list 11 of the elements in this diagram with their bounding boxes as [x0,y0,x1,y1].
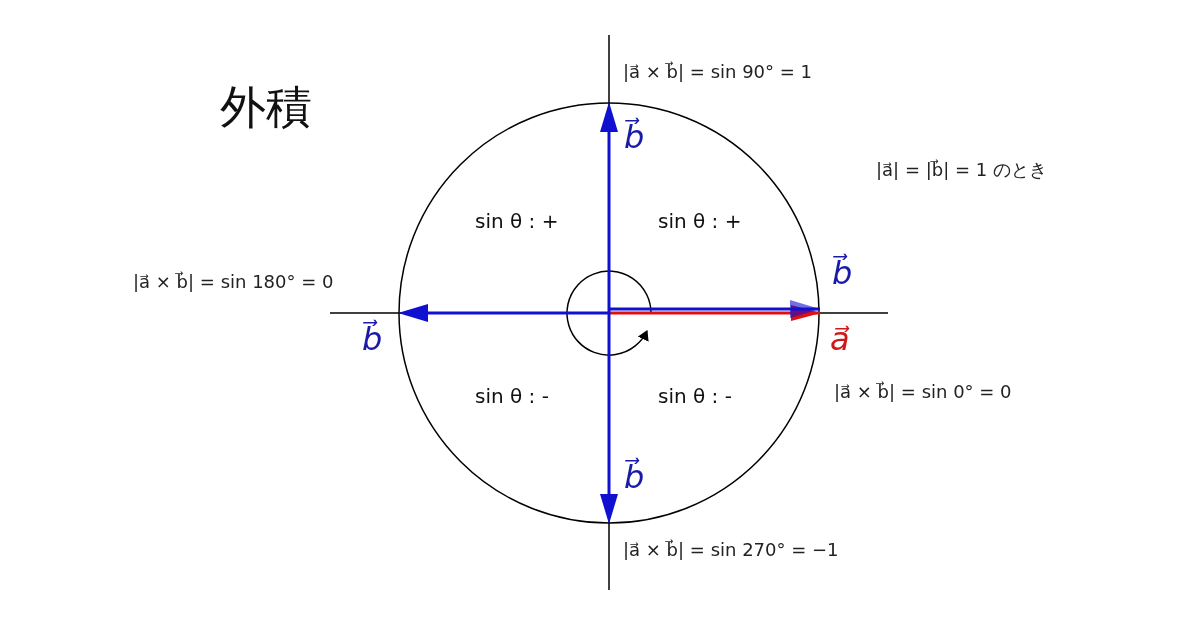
formula: |a⃗ × b⃗| = sin 0° = 0 [834,382,1012,402]
sign-label: sin θ : + [475,210,559,232]
vector-label: a⃗ [830,322,850,358]
sign-label: sin θ : - [475,385,549,407]
condition-note: |a⃗| = |b⃗| = 1 のとき [876,160,1047,180]
title: 外積 [220,82,312,133]
sign-label: sin θ : - [658,385,732,407]
formula: |a⃗ × b⃗| = sin 90° = 1 [623,62,813,82]
sign-label: sin θ : + [658,210,742,232]
formula: |a⃗ × b⃗| = sin 180° = 0 [133,272,334,292]
formula: |a⃗ × b⃗| = sin 270° = −1 [623,540,839,560]
